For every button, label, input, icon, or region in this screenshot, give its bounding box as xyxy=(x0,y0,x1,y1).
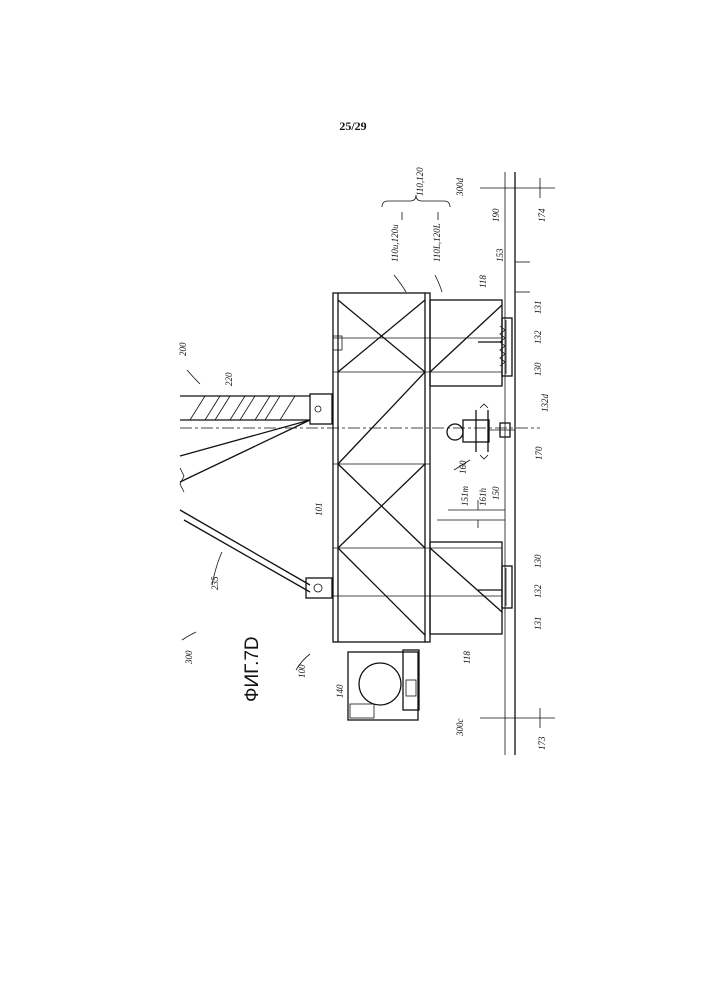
label-110L-120L: 110L,120L xyxy=(432,223,442,262)
label-173: 173 xyxy=(537,736,547,750)
label-110u-120u: 110u,120u xyxy=(390,224,400,262)
label-161h: 161h xyxy=(478,488,488,507)
label-300d: 300d xyxy=(455,178,465,198)
label-110-120: 110,120 xyxy=(415,167,425,196)
label-140: 140 xyxy=(335,684,345,698)
label-130-top: 130 xyxy=(533,362,543,376)
label-300: 300 xyxy=(184,650,194,665)
label-235: 235 xyxy=(210,576,220,590)
label-131-bottom: 131 xyxy=(533,617,543,631)
label-300c: 300c xyxy=(455,719,465,738)
label-200: 200 xyxy=(178,342,188,356)
substructure-box-bottom xyxy=(430,542,502,634)
mast xyxy=(180,394,332,598)
label-118-top: 118 xyxy=(478,275,488,288)
label-132-top: 132 xyxy=(533,330,543,344)
label-132-bottom: 132 xyxy=(533,584,543,598)
label-220: 220 xyxy=(224,372,234,386)
reference-labels: 300 100 200 220 235 101 140 110,120 110u… xyxy=(178,167,550,750)
label-132d: 132d xyxy=(540,394,550,413)
main-truss xyxy=(333,293,430,642)
ground-lines xyxy=(480,172,555,755)
substructure-box-top xyxy=(430,300,502,386)
label-190: 190 xyxy=(491,208,501,222)
label-100: 100 xyxy=(297,664,307,678)
generator-unit-140 xyxy=(348,650,419,720)
label-131-top: 131 xyxy=(533,301,543,315)
label-174: 174 xyxy=(537,208,547,222)
label-101: 101 xyxy=(314,503,324,517)
label-118-bottom: 118 xyxy=(462,651,472,664)
label-153: 153 xyxy=(495,248,505,262)
leader-lines xyxy=(182,275,505,670)
figure-title: ФИГ.7D xyxy=(242,636,263,702)
label-170: 170 xyxy=(534,446,544,460)
label-130-bottom: 130 xyxy=(533,554,543,568)
label-braces xyxy=(382,195,450,220)
label-151m: 151m xyxy=(460,486,470,507)
label-150: 150 xyxy=(491,486,501,500)
label-160: 160 xyxy=(458,460,468,474)
wellhead xyxy=(180,404,540,459)
